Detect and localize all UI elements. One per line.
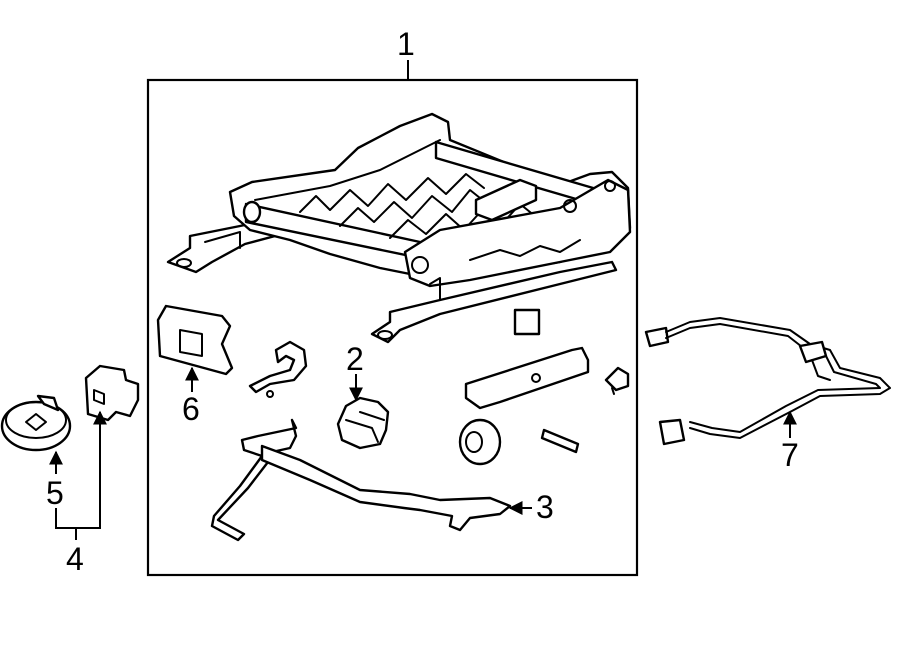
callout-6[interactable]: 6	[182, 391, 200, 427]
callout-4[interactable]: 4	[66, 541, 84, 577]
part-4-switch-housing[interactable]	[84, 364, 140, 422]
part-6-bracket[interactable]	[156, 304, 234, 376]
bolt[interactable]	[604, 366, 630, 395]
bushing-ring[interactable]	[458, 418, 502, 466]
part-5-switch-knob[interactable]	[0, 394, 72, 452]
assembly-frame-box	[146, 78, 639, 577]
callout-4-leader	[55, 410, 107, 529]
callout-3[interactable]: 3	[536, 489, 554, 525]
release-handle[interactable]	[464, 346, 590, 410]
part-7-wire-harness[interactable]	[644, 317, 891, 446]
part-3-adjuster-rod[interactable]	[210, 418, 512, 542]
part-2-bumper[interactable]	[336, 396, 390, 450]
pin[interactable]	[540, 428, 580, 454]
callout-1[interactable]: 1	[397, 26, 415, 62]
wire-clip[interactable]	[248, 340, 308, 398]
pad-part[interactable]	[513, 308, 541, 336]
callout-5[interactable]: 5	[46, 475, 64, 511]
callout-7[interactable]: 7	[781, 437, 799, 473]
callout-2[interactable]: 2	[346, 341, 364, 377]
seat-track-assembly[interactable]	[166, 112, 632, 344]
